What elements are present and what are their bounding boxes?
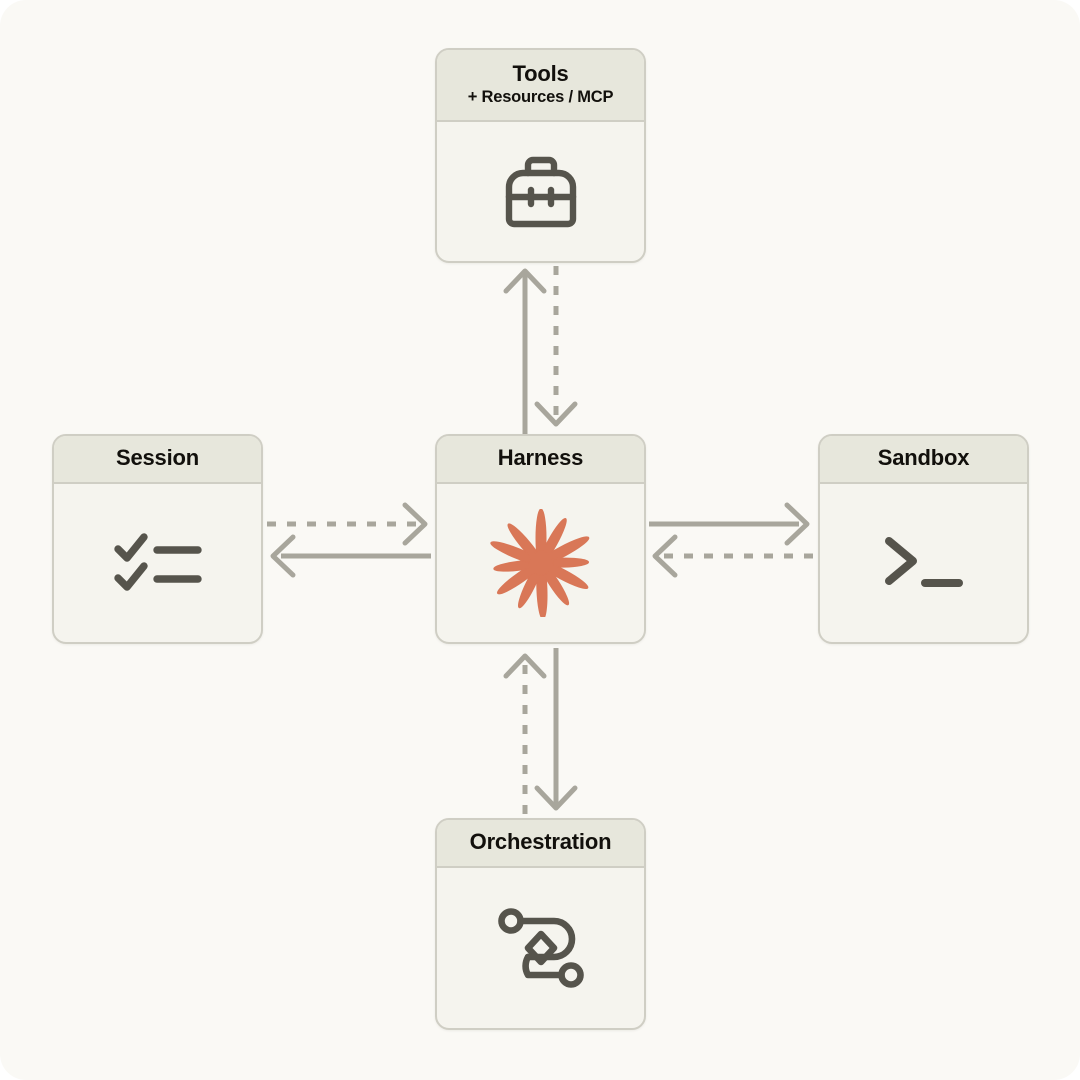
node-session-header: Session	[54, 436, 261, 484]
node-orchestration-body	[437, 868, 644, 1028]
node-sandbox[interactable]: Sandbox	[818, 434, 1029, 644]
edge-orchestration-to-harness	[503, 653, 547, 814]
node-tools-subtitle: + Resources / MCP	[467, 87, 614, 106]
node-orchestration-header: Orchestration	[437, 820, 644, 868]
edge-harness-to-tools	[503, 268, 547, 434]
node-harness-body	[437, 484, 644, 642]
node-harness-title: Harness	[497, 445, 584, 471]
toolbox-icon	[505, 156, 576, 227]
node-harness-header: Harness	[437, 436, 644, 484]
node-orchestration[interactable]: Orchestration	[435, 818, 646, 1030]
node-sandbox-title: Sandbox	[877, 445, 970, 471]
node-sandbox-body	[820, 484, 1027, 642]
node-tools-body	[437, 122, 644, 261]
starburst-icon	[489, 509, 589, 617]
edge-harness-to-session	[270, 534, 431, 578]
node-tools-header: Tools + Resources / MCP	[437, 50, 644, 122]
edge-tools-to-harness	[534, 266, 578, 427]
checklist-icon	[113, 533, 202, 591]
node-tools-title: Tools	[512, 61, 569, 87]
node-tools[interactable]: Tools + Resources / MCP	[435, 48, 646, 263]
edge-harness-to-sandbox	[649, 502, 810, 546]
workflow-icon	[497, 908, 584, 988]
terminal-prompt-icon	[884, 537, 963, 587]
node-harness[interactable]: Harness	[435, 434, 646, 644]
edge-harness-to-orchestration	[534, 648, 578, 811]
node-session-title: Session	[116, 445, 199, 471]
node-session[interactable]: Session	[52, 434, 263, 644]
edge-sandbox-to-harness	[652, 534, 813, 578]
node-session-body	[54, 484, 261, 642]
node-sandbox-header: Sandbox	[820, 436, 1027, 484]
edge-session-to-harness	[267, 502, 428, 546]
node-orchestration-title: Orchestration	[469, 829, 612, 855]
